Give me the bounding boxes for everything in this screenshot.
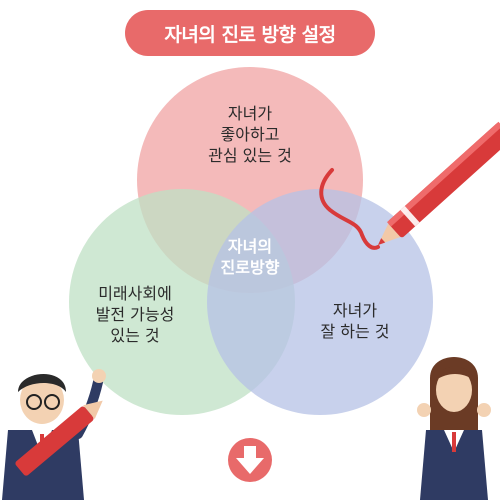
down-arrow-icon — [228, 438, 272, 482]
page-title: 자녀의 진로 방향 설정 — [125, 10, 375, 56]
label-top-circle: 자녀가 좋아하고 관심 있는 것 — [208, 104, 292, 165]
scribble-line — [319, 168, 380, 250]
label-right-circle: 자녀가 잘 하는 것 — [320, 301, 390, 341]
red-marker-icon — [378, 121, 500, 245]
student-girl-illustration — [417, 357, 491, 500]
center-label: 자녀의 진로방향 — [220, 237, 280, 277]
student-boy-illustration — [2, 369, 106, 500]
label-left-circle: 미래사회에 발전 가능성 있는 것 — [95, 284, 175, 345]
